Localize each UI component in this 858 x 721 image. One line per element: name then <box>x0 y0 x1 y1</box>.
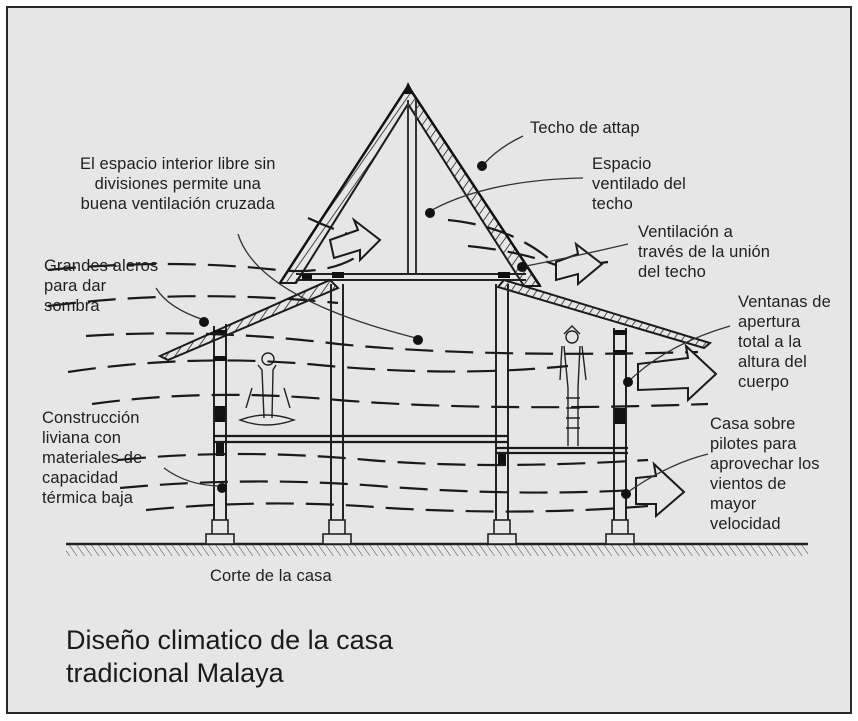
label-grandes-aleros: Grandes aleros para dar sombra <box>44 257 159 315</box>
figure-frame: Techo de attap El espacio interior libre… <box>6 6 852 714</box>
standing-person <box>559 325 587 446</box>
label-construccion: Construcción liviana con materiales de c… <box>42 409 143 507</box>
label-espacio-ventilado: Espacio ventilado del techo <box>592 155 686 213</box>
figure-title: Diseño climatico de la casa tradicional … <box>66 625 394 688</box>
leader-dots <box>199 161 633 499</box>
label-corte: Corte de la casa <box>210 567 332 585</box>
floors <box>214 434 628 455</box>
ground <box>66 542 808 556</box>
airflow-arrows <box>328 216 718 519</box>
seated-person <box>238 352 297 426</box>
house-section-drawing <box>47 82 808 556</box>
leader-lines <box>155 135 731 493</box>
label-ventanas: Ventanas de apertura total a la altura d… <box>738 293 831 391</box>
label-techo-attap: Techo de attap <box>530 119 640 137</box>
label-ventilacion-union: Ventilación a través de la unión del tec… <box>638 223 771 281</box>
stilts-and-posts <box>213 284 627 536</box>
airflow-lines <box>47 217 709 513</box>
label-espacio-interior: El espacio interior libre sin divisiones… <box>80 155 276 213</box>
label-casa-pilotes: Casa sobre pilotes para aprovechar los v… <box>710 415 820 533</box>
footings <box>205 519 635 545</box>
